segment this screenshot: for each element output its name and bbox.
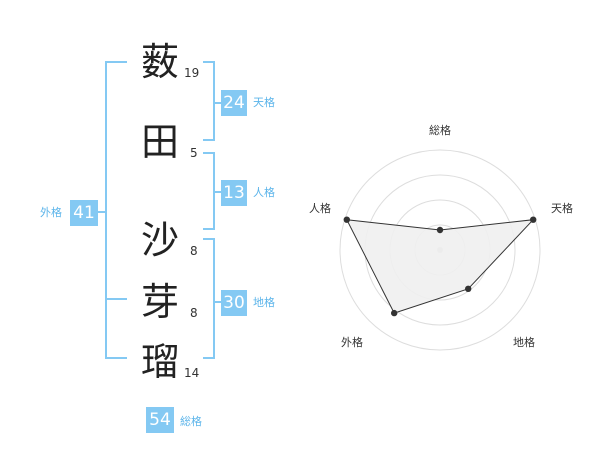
name-char-2: 田	[140, 120, 179, 164]
radar-point-1	[530, 216, 537, 223]
tenkaku-bracket-connector	[214, 102, 222, 104]
radar-points	[343, 216, 537, 317]
radar-axis-label-soukaku: 総格	[429, 123, 451, 137]
radar-point-0	[436, 226, 444, 234]
radar-axis-label-chikaku: 地格	[513, 335, 535, 349]
chikaku-bracket-bottom	[203, 357, 215, 359]
outer-bracket-connector	[98, 211, 106, 213]
radar-axis-label-tenkaku: 天格	[551, 201, 573, 215]
stroke-count-4: 8	[190, 306, 198, 320]
tenkaku-bracket-vertical	[213, 61, 215, 141]
radar-axis-label-gaikaku: 外格	[341, 335, 363, 349]
stroke-count-1: 19	[184, 66, 200, 80]
chikaku-value: 30	[221, 290, 247, 316]
soukaku-label: 総格	[180, 415, 202, 428]
tenkaku-bracket-bottom	[203, 139, 215, 141]
stroke-count-3: 8	[190, 244, 198, 258]
radar-ring-4	[339, 149, 541, 351]
stroke-count-2: 5	[190, 146, 198, 160]
chikaku-bracket-vertical	[213, 238, 215, 359]
outer-bracket-vertical	[105, 61, 107, 359]
chikaku-label: 地格	[253, 296, 275, 309]
chikaku-bracket-top	[203, 238, 215, 240]
stroke-count-5: 14	[184, 366, 200, 380]
chikaku-bracket-connector	[214, 301, 222, 303]
gaikaku-label: 外格	[40, 206, 62, 219]
jinkaku-value: 13	[221, 180, 247, 206]
tenkaku-label: 天格	[253, 96, 275, 109]
radar-point-2	[465, 285, 472, 292]
tenkaku-bracket-top	[203, 61, 215, 63]
gaikaku-value: 41	[70, 200, 98, 226]
radar-axis-label-jinkaku: 人格	[309, 201, 331, 215]
outer-bracket-bottom	[105, 357, 127, 359]
jinkaku-bracket-bottom	[203, 228, 215, 230]
name-char-4: 芽	[140, 280, 179, 324]
jinkaku-label: 人格	[253, 186, 275, 199]
radar-polygon	[345, 219, 535, 314]
tenkaku-value: 24	[221, 90, 247, 116]
radar-point-3	[391, 309, 398, 317]
outer-bracket-top	[105, 61, 127, 63]
jinkaku-bracket-connector	[214, 191, 222, 193]
soukaku-value: 54	[146, 407, 174, 433]
name-char-5: 瑠	[140, 340, 179, 384]
outer-bracket-mid	[105, 298, 127, 300]
jinkaku-bracket-top	[203, 152, 215, 154]
name-char-1: 薮	[140, 40, 179, 84]
radar-point-4	[343, 216, 350, 223]
name-char-3: 沙	[140, 218, 179, 262]
